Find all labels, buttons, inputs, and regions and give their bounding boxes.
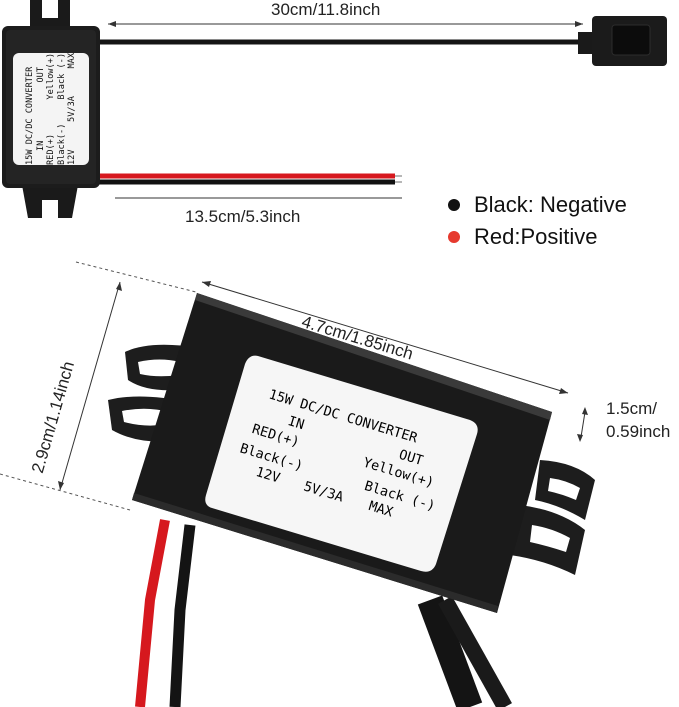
top-product-illustration — [2, 0, 667, 218]
top-tab — [30, 0, 70, 30]
small-label-output-rating: 5V/3A — [66, 96, 77, 122]
input-length-label: 13.5cm/5.3inch — [185, 207, 301, 226]
large-label-max: MAX — [367, 498, 395, 520]
module-length-arrow — [201, 281, 569, 394]
large-label-input-voltage: 12V — [254, 464, 282, 486]
module-height-label-2: 0.59inch — [606, 422, 671, 441]
small-label-out: OUT — [35, 67, 46, 83]
small-label-text-group: 15W DC/DC CONVERTER IN OUT RED(+) Yellow… — [13, 53, 89, 165]
small-label-red-in: RED(+) — [45, 133, 56, 165]
black-dot-icon — [448, 199, 460, 211]
large-module-label — [205, 355, 478, 572]
input-length-line — [115, 197, 402, 199]
large-label-out: OUT — [397, 447, 425, 469]
output-length-label: 30cm/11.8inch — [267, 0, 385, 20]
large-product-illustration: 15W DC/DC CONVERTER IN OUT RED(+) Yellow… — [0, 261, 595, 707]
output-connector — [578, 16, 667, 66]
small-module-label — [13, 53, 89, 165]
legend-red: Red:Positive — [448, 224, 598, 250]
small-label-black-in: Black(-) — [56, 123, 67, 165]
red-dot-icon — [448, 231, 460, 243]
legend-red-label: Red:Positive — [474, 224, 598, 249]
module-width-arrow — [58, 281, 122, 491]
output-length-arrow — [108, 21, 583, 27]
module-height-arrow — [577, 407, 588, 442]
legend-black-label: Black: Negative — [474, 192, 627, 217]
small-label-in: IN — [35, 140, 46, 151]
large-wires — [135, 519, 512, 707]
small-label-input-voltage: 12V — [66, 149, 77, 165]
bottom-tab — [22, 185, 78, 218]
large-label-in: IN — [286, 413, 306, 433]
module-height-label-1: 1.5cm/ — [606, 399, 658, 418]
legend-black: Black: Negative — [448, 192, 627, 218]
input-wires — [95, 173, 402, 185]
small-label-title: 15W DC/DC CONVERTER — [24, 66, 35, 165]
